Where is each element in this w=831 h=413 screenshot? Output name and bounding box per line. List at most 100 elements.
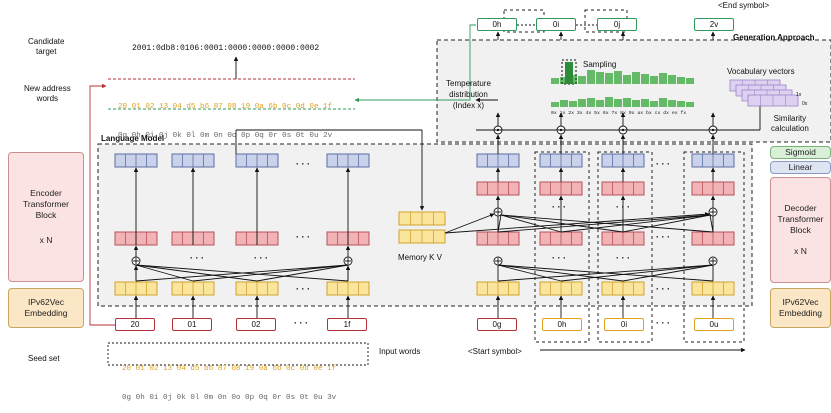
dec-attn-fan-a-0 (497, 214, 502, 233)
dec-yellow-block-1 (476, 281, 520, 296)
enc-fan-a-2 (135, 264, 258, 282)
vocabulary-vectors (729, 79, 799, 107)
hist-bottom-bar-0 (551, 102, 559, 107)
dec-attn-block-3 (601, 181, 645, 196)
dec-blue-block-1 (476, 153, 520, 168)
output-to-words-green-arrow (354, 24, 476, 103)
dec-attn-fan-a-3 (500, 214, 714, 233)
decoder-output-3: 0j (597, 18, 637, 31)
dec-pink-block-1 (476, 231, 520, 246)
hist-top-bar-6 (605, 73, 613, 84)
dec-attn-block-4 (691, 181, 735, 196)
dec-yellow-block-3 (601, 281, 645, 296)
decoder-input-4: 0u (694, 318, 734, 331)
vocabulary-vectors-label: Vocabulary vectors (727, 67, 795, 76)
hist-top-bar-12 (659, 73, 667, 84)
encoder-token-2: 01 (172, 318, 212, 331)
hist-bottom-bar-12 (659, 98, 667, 107)
dec-attn-ellipsis-1: · · · (552, 202, 566, 212)
enc-bot-ellipsis: · · · (296, 284, 310, 294)
mem-to-dec-a (444, 213, 495, 234)
enc-mid-ellipsis: · · · (296, 232, 310, 242)
architecture-diagram (89, 9, 831, 366)
enc-blue-block-4 (326, 153, 370, 168)
encoder-token-1: 20 (115, 318, 155, 331)
enc-blue-block-3 (235, 153, 279, 168)
dec-attn-sum-1 (493, 207, 503, 217)
hist-bottom-bar-8 (623, 98, 631, 107)
vocab-1x-label: 1x (796, 92, 802, 98)
dec-attn-fan-b-1 (560, 214, 711, 233)
vocab-vector-4 (747, 94, 799, 107)
dec-attn-block-1 (476, 181, 520, 196)
hist-bottom-bar-3 (578, 99, 586, 107)
decoder-input-3: 0i (604, 318, 644, 331)
dec-fan-a-3 (497, 264, 714, 282)
dec-attn-fan-b-3 (709, 214, 714, 233)
dec-sum-ellipsis-1: · · · (552, 253, 566, 263)
sampled-bar (565, 62, 573, 84)
sampling-label: Sampling (583, 60, 617, 69)
mem-to-dec-b (444, 212, 710, 234)
decoder-transformer-block: Decoder Transformer Block x N (770, 177, 831, 283)
enc-yellow-block-2 (171, 281, 215, 296)
label-seed-set: Seed set (28, 354, 60, 363)
hist-bottom-bar-11 (650, 101, 658, 107)
dec-attn-ellipsis-2: · · · (616, 202, 630, 212)
hist-top-bar-10 (641, 74, 649, 84)
seed-words-line-2: 0g 0h 0i 0j 0k 0l 0m 0n 0o 0p 0q 0r 0s 0… (122, 393, 337, 402)
hist-top-bar-4 (587, 70, 595, 84)
encoder-token-ellipsis: · · · (294, 318, 308, 328)
memory-v-block (398, 229, 446, 244)
dec-fan-a-2 (497, 264, 624, 282)
hist-bottom-bar-4 (587, 98, 595, 107)
enc-sum-ellipsis-2: · · · (254, 253, 268, 263)
dec-sum-ellipsis-2: · · · (616, 253, 630, 263)
enc-blue-block-2 (171, 153, 215, 168)
enc-fan-a-1 (135, 264, 194, 282)
encoder-token-4: 1f (327, 318, 367, 331)
dec-fan-b-1 (560, 264, 714, 282)
enc-sum-1 (131, 256, 141, 266)
memory-kv-label: Memory K V (398, 253, 443, 262)
hist-top-bar-14 (677, 77, 685, 84)
decoder-output-1: 0h (477, 18, 517, 31)
generation-approach-title: Generation Approach (733, 33, 815, 42)
hist-bottom-bar-10 (641, 99, 649, 107)
hist-top-bar-11 (650, 76, 658, 84)
seed-to-words-red-arrow (89, 83, 115, 326)
new-words-line-2: 0g 0h 0i 0j 0k 0l 0m 0n 0o 0p 0q 0r 0s 0… (118, 131, 333, 140)
linear-layer: Linear (770, 161, 831, 174)
hist-bottom-bar-7 (614, 99, 622, 107)
decoder-input-2: 0h (542, 318, 582, 331)
temperature-histogram (551, 59, 694, 107)
enc-fan-a-3 (135, 264, 349, 282)
hist-bottom-bar-9 (632, 100, 640, 107)
decoder-column-4 (683, 151, 745, 343)
hist-top-bar-15 (686, 78, 694, 84)
dec-yellow-block-2 (539, 281, 583, 296)
new-words-line-1: 20 01 02 13 04 d5 b6 87 08 19 0a 6b 0c 0… (118, 103, 333, 111)
encoder-ipv62vec-embedding: IPv62Vec Embedding (8, 288, 84, 328)
encoder-token-3: 02 (236, 318, 276, 331)
enc-sum-ellipsis-1: · · · (190, 253, 204, 263)
seed-words-line-1: 20 01 02 13 04 d5 b6 87 08 19 0a 6b 0c 0… (122, 365, 337, 373)
dec-bot-ellipsis: · · · (656, 284, 670, 294)
dec-attn-sum-4 (708, 207, 718, 217)
dec-pink-block-4 (691, 231, 735, 246)
dec-pink-block-2 (539, 231, 583, 246)
seed-set-words: 20 01 02 13 04 d5 b6 87 08 19 0a 6b 0c 0… (122, 346, 336, 413)
dec-attn-fan-a-1 (500, 214, 562, 233)
enc-yellow-block-4 (326, 281, 370, 296)
enc-fan-b-1 (192, 264, 349, 282)
dec-attn-fan-b-2 (622, 214, 711, 233)
hist-bottom-bar-13 (668, 100, 676, 107)
dec-fan-a-1 (497, 264, 562, 282)
enc-yellow-block-3 (235, 281, 279, 296)
dec-pink-block-3 (601, 231, 645, 246)
hist-top-bar-8 (623, 75, 631, 84)
output-feedback-2 (584, 9, 628, 33)
